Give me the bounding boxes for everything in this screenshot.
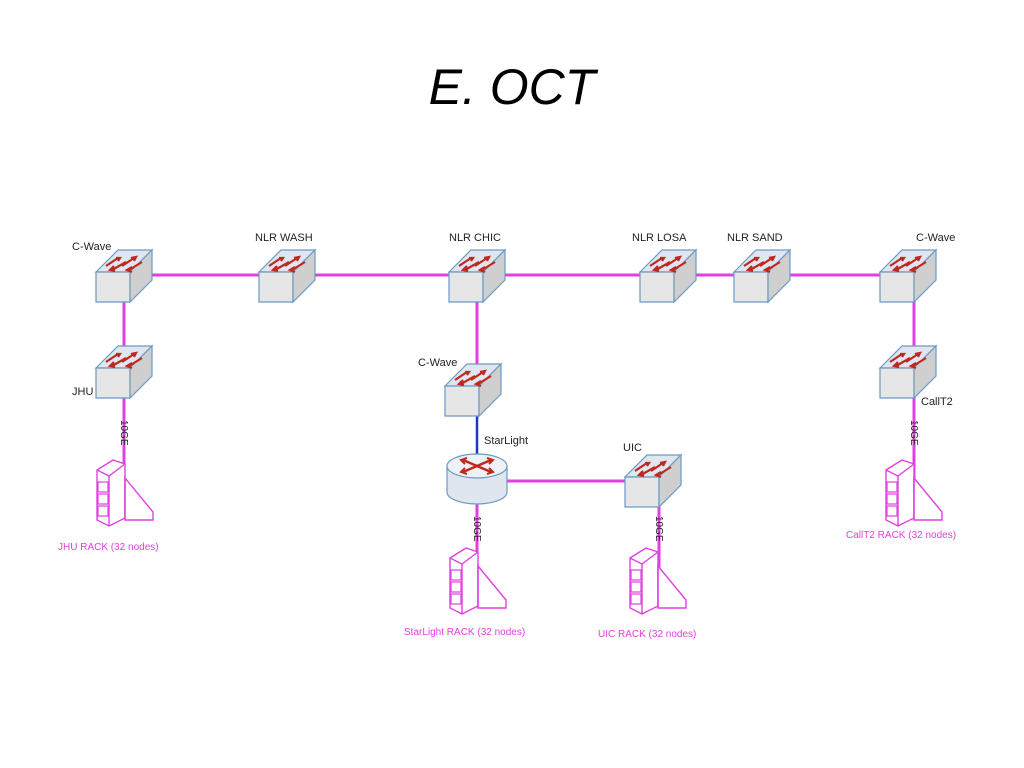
label-uic: UIC [623, 442, 642, 454]
label-cwave-right: C-Wave [916, 232, 955, 244]
switch-cwave-mid[interactable] [443, 362, 503, 418]
label-nlr-wash: NLR WASH [255, 232, 313, 244]
switch-nlr-losa[interactable] [638, 248, 698, 304]
rack-uic[interactable] [629, 547, 687, 615]
label-rack-calit2: CallT2 RACK (32 nodes) [846, 530, 956, 541]
links [122, 273, 916, 580]
label-rack-uic: UIC RACK (32 nodes) [598, 629, 696, 640]
label-cwave-mid: C-Wave [418, 357, 457, 369]
slide-title: E. OCT [428, 59, 596, 115]
label-jhu: JHU [72, 386, 93, 398]
label-rack-jhu: JHU RACK (32 nodes) [58, 542, 159, 553]
speed-label-uic: 10GE [653, 516, 664, 542]
label-starlight-router: StarLight [484, 435, 528, 447]
label-cwave-left: C-Wave [72, 241, 111, 253]
speed-label-starlight: 10GE [471, 516, 482, 542]
label-rack-starlight: StarLight RACK (32 nodes) [404, 627, 525, 638]
switch-nlr-sand[interactable] [732, 248, 792, 304]
speed-label-calit2: 10GE [908, 420, 919, 446]
speed-label-jhu: 10GE [118, 420, 129, 446]
router-starlight[interactable] [446, 453, 508, 505]
rack-calit2[interactable] [885, 459, 943, 527]
switch-jhu[interactable] [94, 344, 154, 400]
switch-uic[interactable] [623, 453, 683, 509]
label-nlr-chic: NLR CHIC [449, 232, 501, 244]
label-calit2: CallT2 [921, 396, 953, 408]
rack-starlight[interactable] [449, 547, 507, 615]
switch-nlr-chic[interactable] [447, 248, 507, 304]
switch-cwave-left[interactable] [94, 248, 154, 304]
rack-jhu[interactable] [96, 459, 154, 527]
switch-cwave-right[interactable] [878, 248, 938, 304]
label-nlr-sand: NLR SAND [727, 232, 783, 244]
label-nlr-losa: NLR LOSA [632, 232, 687, 244]
switch-nlr-wash[interactable] [257, 248, 317, 304]
switch-calit2[interactable] [878, 344, 938, 400]
